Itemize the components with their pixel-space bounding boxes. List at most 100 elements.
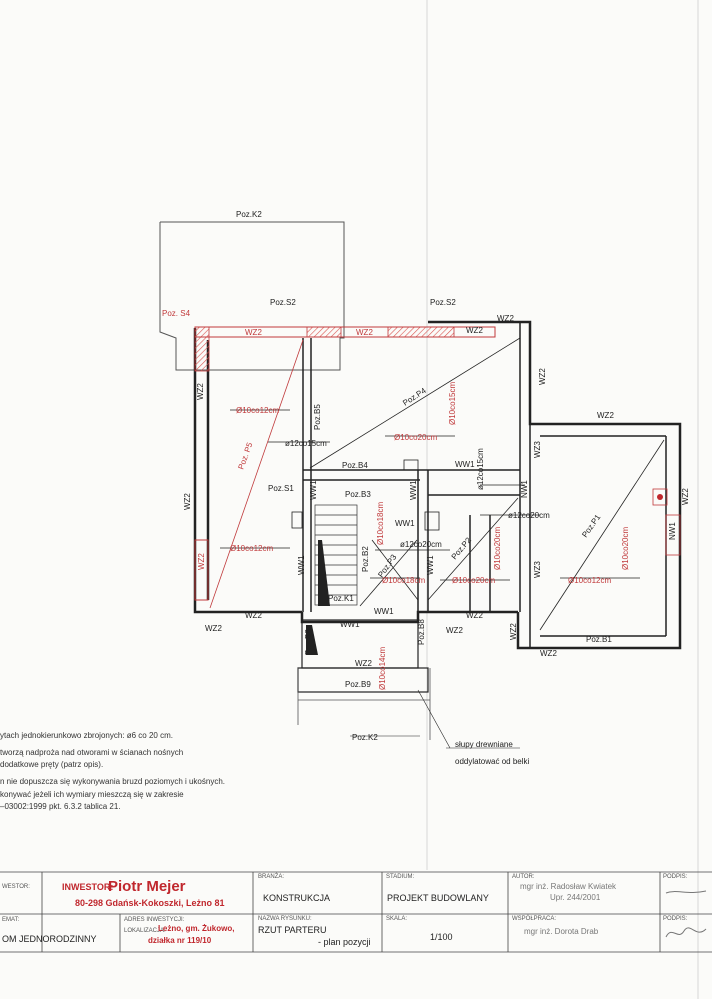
label-rebar: Ø10co15cm <box>448 382 457 425</box>
label-ww1: WW1 <box>426 555 435 575</box>
title-block-grid <box>0 871 712 953</box>
label-ww1: WW1 <box>374 607 394 616</box>
label-ww1: WW1 <box>409 480 418 500</box>
nazwa-caption: NAZWA RYSUNKU: <box>258 916 312 922</box>
lokalizacja-caption: LOKALIZACJA: <box>124 928 166 934</box>
label-wz2: WZ2 <box>183 493 192 510</box>
rebar-arrows <box>220 409 640 581</box>
adres-value: działka nr 119/10 <box>148 936 212 945</box>
vestibule-walls <box>297 619 431 740</box>
chimney-box <box>291 511 303 529</box>
branza-value: KONSTRUKCJA <box>263 893 331 903</box>
general-note: tworzą nadproża nad otworami w ścianach … <box>0 748 184 757</box>
temat-value: OM JEDNORODZINNY <box>2 934 97 944</box>
label-rebar: ø12co15cm <box>285 439 327 448</box>
label-wz2: WZ2 <box>538 368 547 385</box>
label-rebar: ø12co20cm <box>400 540 442 549</box>
label-poz-p5: Poz. P5 <box>236 441 254 471</box>
general-note: konywać jeżeli ich wymiary mieszczą się … <box>0 790 184 799</box>
wall-hatch <box>194 336 210 372</box>
autor-caption: AUTOR: <box>512 874 535 880</box>
temat-caption: EMAT: <box>2 917 20 923</box>
label-wz2: WZ2 <box>205 624 222 633</box>
nazwa-value: - plan pozycji <box>318 937 371 947</box>
chimney-box <box>403 459 419 471</box>
label-wz2: WZ2 <box>466 611 483 620</box>
slab-span-lines <box>309 337 665 631</box>
skala-caption: SKALA: <box>386 916 408 922</box>
label-poz-b5: Poz.B5 <box>313 404 322 430</box>
wall-hatch <box>306 326 342 338</box>
label-wz3: WZ3 <box>533 441 542 458</box>
label-poz-s4: Poz. S4 <box>162 309 191 318</box>
branza-caption: BRANŻA: <box>258 874 285 880</box>
general-note: dodatkowe pręty (patrz opis). <box>0 760 104 769</box>
wspolpraca-caption: WSPÓŁPRACA: <box>512 916 557 922</box>
general-note: n nie dopuszcza się wykonywania bruzd po… <box>0 777 226 786</box>
label-poz-b1: Poz.B1 <box>586 635 612 644</box>
columns-note: słupy drewniane <box>455 740 513 749</box>
label-ww1: WW1 <box>297 555 306 575</box>
label-rebar: Ø10co20cm <box>621 527 630 570</box>
autor-value: mgr inż. Radosław Kwiatek <box>520 882 617 891</box>
general-note: ytach jednokierunkowo zbrojonych: ø6 co … <box>0 731 173 740</box>
stair-beam-black <box>318 540 330 606</box>
interior-walls <box>302 322 667 648</box>
label-rebar: Ø10co20cm <box>394 433 437 442</box>
label-wz2: WZ2 <box>446 626 463 635</box>
label-poz-b8: Poz.B8 <box>304 629 313 655</box>
label-rebar: Ø10co18cm <box>376 502 385 545</box>
signature-mark <box>665 927 707 938</box>
label-wz3: WZ3 <box>533 561 542 578</box>
label-ww1: WW1 <box>395 519 415 528</box>
podpis-caption: PODPIS: <box>663 874 688 880</box>
label-poz-k2-bottom: Poz.K2 <box>352 733 378 742</box>
slab-p5-span-line <box>209 339 304 609</box>
wspolpraca-value: mgr inż. Dorota Drab <box>524 927 599 936</box>
label-wz2: WZ2 <box>197 553 206 570</box>
label-wz2: WZ2 <box>509 623 518 640</box>
label-nw1: NW1 <box>520 480 529 498</box>
label-rebar: Ø10co12cm <box>230 544 273 553</box>
stadium-caption: STADIUM: <box>386 874 415 880</box>
label-wz2: WZ2 <box>355 659 372 668</box>
inwestor-label: INWESTOR: <box>62 882 114 892</box>
label-poz-k1: Poz.K1 <box>328 594 354 603</box>
label-rebar: Ø10co18cm <box>382 576 425 585</box>
label-wz2: WZ2 <box>497 314 514 323</box>
wall-hatch <box>387 326 455 338</box>
nw1-red-segment <box>665 514 681 556</box>
adres-value: Leżno, gm. Żukowo, <box>158 924 235 933</box>
label-wz2: WZ2 <box>597 411 614 420</box>
label-wz2: WZ2 <box>245 611 262 620</box>
signature-mark <box>665 890 707 894</box>
stadium-value: PROJEKT BUDOWLANY <box>387 893 489 903</box>
skala-value: 1/100 <box>430 932 453 942</box>
chimney-box <box>424 511 440 531</box>
red-column-box <box>652 488 668 506</box>
columns-note: oddylatować od belki <box>455 757 529 766</box>
label-wz2: WZ2 <box>196 383 205 400</box>
wall-hatch <box>194 326 210 338</box>
vestibule-beam-black <box>306 625 318 655</box>
label-ww1: WW1 <box>340 620 360 629</box>
adres-caption: ADRES INWESTYCJI: <box>124 917 185 923</box>
columns-leader <box>417 689 451 749</box>
label-rebar: Ø10co20cm <box>452 576 495 585</box>
red-column-marker <box>657 494 663 500</box>
inwestor-caption: WESTOR: <box>2 884 30 890</box>
label-wz2: WZ2 <box>540 649 557 658</box>
label-poz-b8: Poz.B8 <box>417 619 426 645</box>
label-nw1: NW1 <box>668 522 677 540</box>
label-poz-b2: Poz.B2 <box>361 546 370 572</box>
label-wz2: WZ2 <box>466 326 483 335</box>
label-poz-k2-top: Poz.K2 <box>236 210 262 219</box>
label-rebar: ø12co15cm <box>476 448 485 490</box>
nazwa-value: RZUT PARTERU <box>258 925 327 935</box>
left-wall-red-segment <box>194 539 209 601</box>
label-poz-b9: Poz.B9 <box>345 680 371 689</box>
label-poz-b3: Poz.B3 <box>345 490 371 499</box>
porch-outline <box>159 221 345 371</box>
inwestor-name: Piotr Mejer <box>108 878 186 895</box>
